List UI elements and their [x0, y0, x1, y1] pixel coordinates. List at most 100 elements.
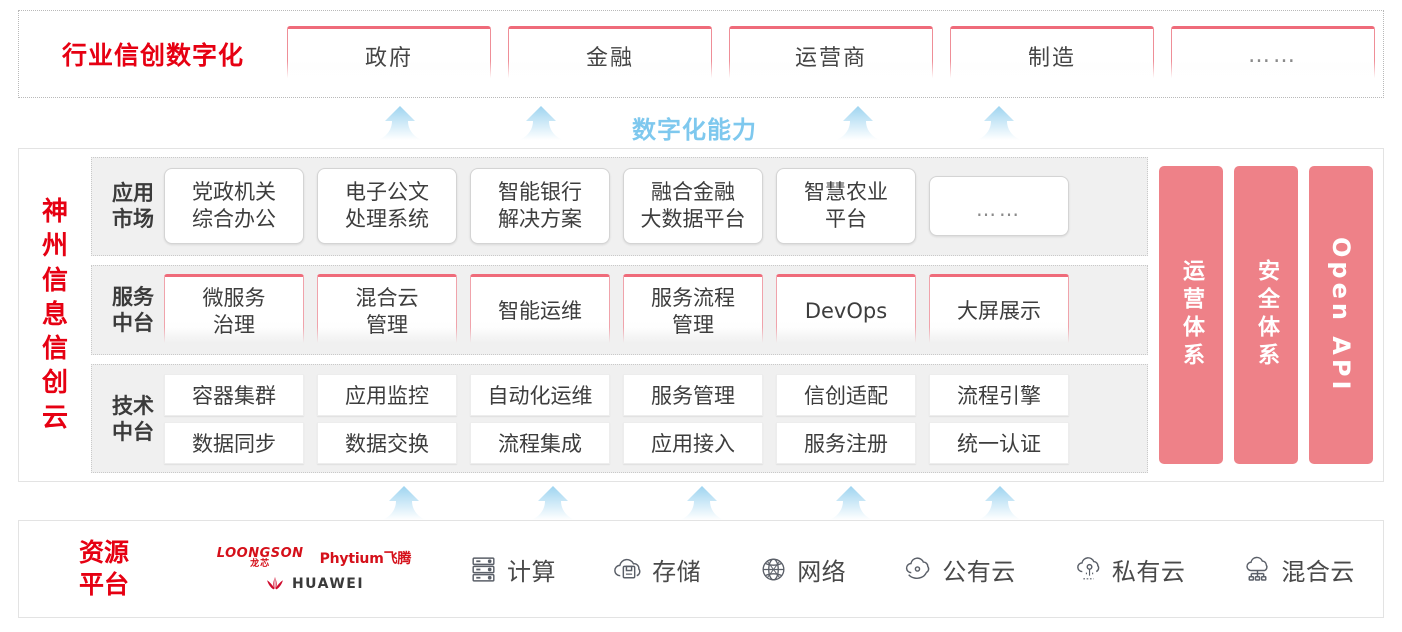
- tech-card-service-management[interactable]: 服务管理: [623, 373, 763, 416]
- pillar-label: 运营体系: [1179, 259, 1204, 371]
- resource-uplink-arrows: [0, 486, 1402, 520]
- tech-card-process-integration[interactable]: 流程集成: [470, 421, 610, 464]
- loongson-wordmark: LOONGSON: [216, 545, 304, 561]
- cloud-title-char: 云: [41, 402, 68, 433]
- industry-card-label: ……: [1248, 43, 1298, 68]
- up-arrow-icon: [973, 106, 1025, 140]
- pillar-security-system[interactable]: 安全体系: [1234, 166, 1298, 464]
- service-card-hybrid-cloud-management[interactable]: 混合云 管理: [317, 274, 457, 348]
- cloud-title-char: 信: [41, 334, 68, 365]
- row-label-line: 中台: [112, 311, 154, 336]
- resource-item-private-cloud[interactable]: 私有云: [1072, 552, 1186, 587]
- pillar-open-api[interactable]: Open API: [1309, 166, 1373, 464]
- app-card-finance-bigdata-platform[interactable]: 融合金融 大数据平台: [623, 168, 763, 245]
- pillar-operations-system[interactable]: 运营体系: [1159, 166, 1223, 464]
- industry-card-list: 政府 金融 运营商 制造 ……: [287, 26, 1375, 83]
- resource-item-compute[interactable]: 计算: [467, 552, 556, 587]
- tech-card-container-cluster[interactable]: 容器集群: [164, 373, 304, 416]
- tech-card-xinchuang-adaptation[interactable]: 信创适配: [776, 373, 916, 416]
- service-card-large-screen-display[interactable]: 大屏展示: [929, 274, 1069, 348]
- cloud-title-char: 州: [41, 231, 68, 262]
- resource-item-public-cloud[interactable]: 公有云: [902, 552, 1016, 587]
- industry-card-label: 金融: [585, 45, 634, 71]
- app-card-government-office[interactable]: 党政机关 综合办公: [164, 168, 304, 245]
- app-card-smart-agriculture-platform[interactable]: 智慧农业 平台: [776, 168, 916, 245]
- server-rack-icon: [467, 553, 500, 586]
- pillar-list: 运营体系 安全体系 Open API: [1156, 157, 1373, 473]
- tech-card-data-exchange[interactable]: 数据交换: [317, 421, 457, 464]
- resource-platform-panel: 资源 平台 LOONGSON 龙芯 Phytium飞腾: [18, 520, 1384, 618]
- vendor-row-top: LOONGSON 龙芯 Phytium飞腾: [216, 545, 412, 569]
- tech-card-service-registry[interactable]: 服务注册: [776, 421, 916, 464]
- row-service-middle-platform: 服务 中台 微服务 治理 混合云 管理 智能运维 服务流程 管理 DevOps …: [91, 264, 1148, 356]
- vendor-logo-list: LOONGSON 龙芯 Phytium飞腾 HUAWEI: [189, 547, 439, 592]
- tech-card-app-monitoring[interactable]: 应用监控: [317, 373, 457, 416]
- service-card-service-process-management[interactable]: 服务流程 管理: [623, 274, 763, 348]
- row-label-app-market: 应用 市场: [102, 180, 164, 232]
- row-label-line: 技术: [112, 393, 154, 418]
- up-arrow-icon: [676, 486, 728, 520]
- tech-card-automated-ops[interactable]: 自动化运维: [470, 373, 610, 416]
- tech-card-app-onboarding[interactable]: 应用接入: [623, 421, 763, 464]
- pillar-label: Open API: [1327, 236, 1355, 394]
- cloud-storage-icon: [612, 553, 645, 586]
- public-cloud-icon: [902, 553, 935, 586]
- resource-item-network[interactable]: 网络: [757, 552, 846, 587]
- industry-card-telecom[interactable]: 运营商: [729, 26, 933, 83]
- app-card-smart-bank-solution[interactable]: 智能银行 解决方案: [470, 168, 610, 245]
- app-market-card-list: 党政机关 综合办公 电子公文 处理系统 智能银行 解决方案 融合金融 大数据平台…: [164, 168, 1137, 245]
- digital-capability-band: 数字化能力: [0, 104, 1402, 144]
- cloud-title-char: 信: [41, 265, 68, 296]
- tech-card-unified-auth[interactable]: 统一认证: [929, 421, 1069, 464]
- service-card-list: 微服务 治理 混合云 管理 智能运维 服务流程 管理 DevOps 大屏展示: [164, 274, 1137, 348]
- app-card-e-document-system[interactable]: 电子公文 处理系统: [317, 168, 457, 245]
- industry-card-label: 制造: [1027, 45, 1076, 71]
- service-card-devops[interactable]: DevOps: [776, 274, 916, 348]
- resource-item-label: 计算: [507, 557, 557, 586]
- resource-item-hybrid-cloud[interactable]: 混合云: [1241, 552, 1355, 587]
- cloud-platform-title: 神 州 信 息 信 创 云: [19, 149, 91, 481]
- cloud-platform-rows: 应用 市场 党政机关 综合办公 电子公文 处理系统 智能银行 解决方案 融合金融…: [91, 157, 1148, 473]
- industry-band: 行业信创数字化 政府 金融 运营商 制造 ……: [18, 10, 1384, 98]
- up-arrow-icon: [374, 106, 426, 140]
- up-arrow-icon: [527, 486, 579, 520]
- row-label-line: 市场: [112, 207, 154, 232]
- resource-item-storage[interactable]: 存储: [612, 552, 701, 587]
- resource-item-label: 私有云: [1111, 557, 1186, 586]
- network-globe-icon: [757, 553, 790, 586]
- huawei-wordmark: HUAWEI: [291, 575, 365, 592]
- up-arrow-icon: [515, 106, 567, 140]
- digital-capability-label: 数字化能力: [632, 116, 757, 144]
- cloud-platform-body: 应用 市场 党政机关 综合办公 电子公文 处理系统 智能银行 解决方案 融合金融…: [91, 149, 1383, 481]
- service-card-intelligent-ops[interactable]: 智能运维: [470, 274, 610, 348]
- huawei-logo: HUAWEI: [264, 576, 364, 592]
- tech-card-grid: 容器集群 应用监控 自动化运维 服务管理 信创适配 流程引擎 数据同步 数据交换…: [164, 373, 1137, 464]
- private-cloud-icon: [1072, 553, 1105, 586]
- cloud-title-char: 息: [41, 299, 68, 330]
- tech-card-row-2: 数据同步 数据交换 流程集成 应用接入 服务注册 统一认证: [164, 421, 1137, 464]
- tech-card-process-engine[interactable]: 流程引擎: [929, 373, 1069, 416]
- tech-card-data-sync[interactable]: 数据同步: [164, 421, 304, 464]
- industry-card-manufacturing[interactable]: 制造: [950, 26, 1154, 83]
- hybrid-cloud-icon: [1241, 553, 1274, 586]
- row-label-tech-middle-platform: 技术 中台: [102, 393, 164, 445]
- row-app-market: 应用 市场 党政机关 综合办公 电子公文 处理系统 智能银行 解决方案 融合金融…: [91, 157, 1148, 256]
- resource-title-line: 资源: [78, 537, 129, 567]
- resource-item-label: 混合云: [1281, 557, 1355, 586]
- industry-band-title: 行业信创数字化: [61, 41, 244, 70]
- vendor-row-bottom: HUAWEI: [264, 576, 364, 592]
- industry-card-government[interactable]: 政府: [287, 26, 491, 83]
- up-arrow-icon: [974, 486, 1026, 520]
- row-label-line: 服务: [112, 285, 154, 310]
- resource-item-list: 计算 存储: [439, 552, 1383, 587]
- resource-platform-title: 资源 平台: [19, 537, 189, 602]
- pillar-label: 安全体系: [1254, 259, 1279, 371]
- row-label-line: 中台: [112, 419, 154, 444]
- industry-card-more[interactable]: ……: [1171, 26, 1375, 83]
- industry-card-finance[interactable]: 金融: [508, 26, 712, 83]
- service-card-microservice-governance[interactable]: 微服务 治理: [164, 274, 304, 348]
- industry-card-label: 政府: [364, 45, 413, 71]
- app-card-more[interactable]: ……: [929, 176, 1069, 237]
- cloud-platform-panel: 神 州 信 息 信 创 云 应用 市场 党政机关 综合办公 电子公文 处理系统: [18, 148, 1384, 482]
